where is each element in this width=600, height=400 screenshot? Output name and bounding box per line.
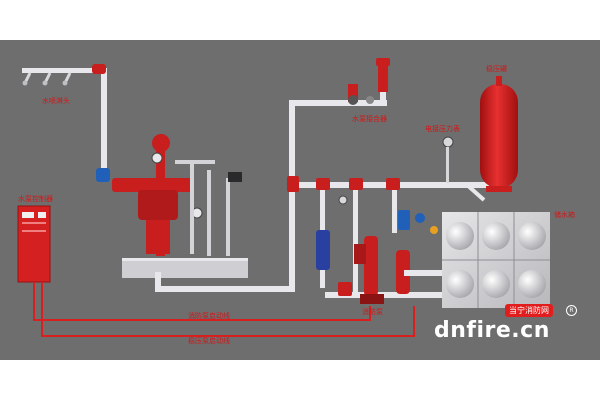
pressure-tank: [464, 76, 518, 202]
label-water-tank: 储水箱: [554, 211, 575, 219]
label-sprinkler-heads: 水喷淋头: [42, 97, 70, 105]
pipe-fittings: [287, 176, 438, 234]
watermark-badge: 当宁消防网: [505, 304, 553, 317]
label-fire-pump-start-line: 消防泵启动线: [188, 312, 230, 320]
watermark-registered-mark: R: [566, 305, 577, 316]
label-stabilizer-pump-start-line: 稳压泵启动线: [188, 337, 230, 345]
base-platform-top: [122, 258, 248, 261]
label-fire-pump: 消防泵: [362, 308, 383, 316]
label-pressure-tank: 稳压罐: [486, 65, 507, 73]
alarm-valve-assembly: [96, 134, 242, 256]
pressure-gauge: [442, 136, 454, 183]
label-pump-control-cabinet: 水泵控制器: [18, 195, 53, 203]
top-band: [0, 0, 600, 40]
base-platform: [122, 258, 248, 278]
pump-control-cabinet: [17, 205, 51, 283]
fire-pump-units: [316, 230, 444, 304]
control-lines: [33, 282, 415, 337]
sprinkler-pipe: [22, 64, 107, 178]
pump-adapter: [348, 58, 390, 105]
label-pressure-gauge: 电接压力表: [425, 125, 460, 133]
label-pump-adapter: 水泵接合器: [352, 115, 387, 123]
water-storage-tank: [442, 212, 550, 308]
watermark-text: dnfire.cn: [434, 318, 550, 343]
bottom-band: [0, 360, 600, 400]
